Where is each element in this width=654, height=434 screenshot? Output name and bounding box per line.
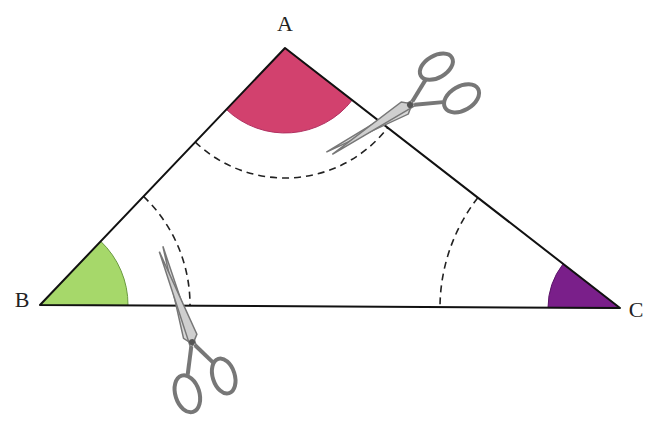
scissors-blade bbox=[159, 248, 200, 349]
scissors-pivot bbox=[406, 101, 414, 109]
scissors bbox=[131, 237, 241, 415]
scissors-stem bbox=[406, 80, 431, 101]
scissors-handle bbox=[415, 48, 457, 85]
scissors-blade bbox=[327, 96, 417, 155]
cut-line bbox=[144, 196, 191, 305]
scissors-stem bbox=[414, 92, 443, 115]
vertex-label: B bbox=[15, 289, 30, 311]
scissors-handle bbox=[208, 356, 240, 397]
angle-c-sector bbox=[548, 264, 620, 308]
vertex-label: C bbox=[629, 299, 644, 321]
vertex-label: A bbox=[277, 13, 293, 35]
scissors bbox=[311, 45, 484, 181]
scissors-handle bbox=[170, 372, 204, 415]
scissors-handle bbox=[439, 78, 484, 118]
cut-line bbox=[440, 198, 478, 307]
angle-b-sector bbox=[40, 241, 128, 305]
scissors-stem bbox=[195, 342, 213, 367]
triangle bbox=[40, 48, 620, 308]
scissors-pivot bbox=[188, 338, 196, 346]
scissors-stem bbox=[180, 346, 199, 374]
